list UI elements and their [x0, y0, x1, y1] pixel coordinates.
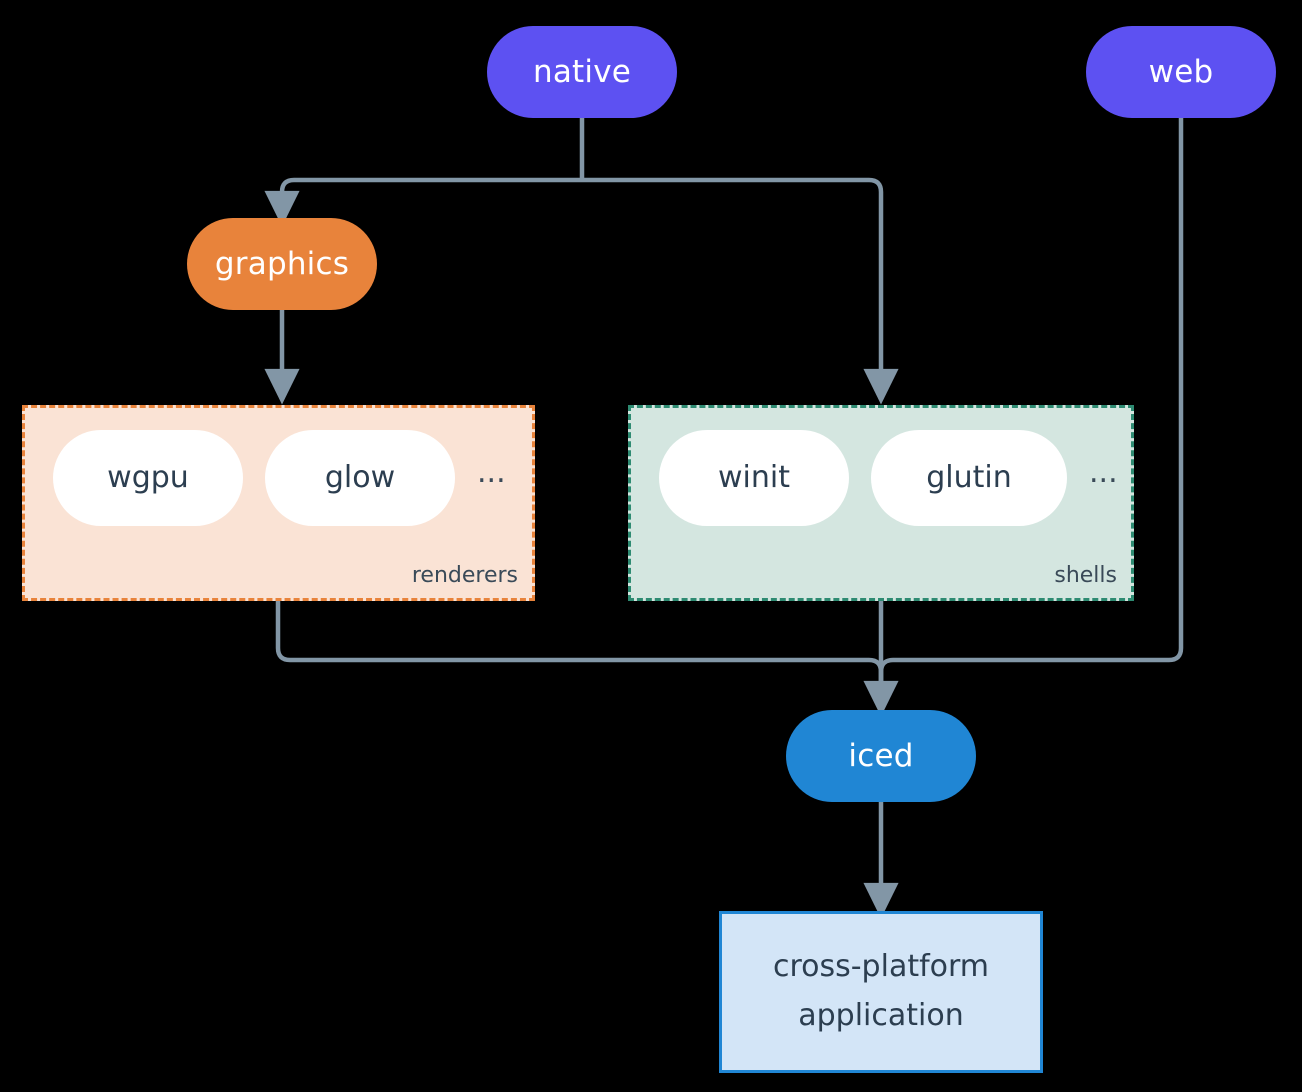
item-wgpu-label: wgpu	[107, 460, 189, 495]
node-iced-label: iced	[848, 737, 914, 774]
item-glow[interactable]: glow	[265, 430, 455, 526]
node-graphics-label: graphics	[214, 245, 350, 282]
node-iced[interactable]: iced	[786, 710, 976, 802]
edge-native-to-shells	[582, 177, 899, 405]
group-shells-label: shells	[1054, 563, 1117, 588]
node-native-label: native	[532, 53, 632, 90]
renderers-overflow-ellipsis: ...	[477, 455, 506, 490]
item-wgpu[interactable]: wgpu	[53, 430, 243, 526]
item-winit-label: winit	[718, 460, 790, 495]
group-renderers: wgpu glow ... renderers	[22, 405, 535, 601]
group-shells-items: winit glutin ...	[631, 408, 1118, 526]
item-glutin-label: glutin	[926, 460, 1012, 495]
item-winit[interactable]: winit	[659, 430, 849, 526]
item-glow-label: glow	[324, 460, 396, 495]
node-native[interactable]: native	[487, 26, 677, 118]
node-cross-platform-application[interactable]: cross-platform application	[719, 911, 1043, 1073]
group-renderers-items: wgpu glow ...	[25, 408, 506, 526]
group-shells: winit glutin ... shells	[628, 405, 1134, 601]
node-web[interactable]: web	[1086, 26, 1276, 118]
node-graphics[interactable]: graphics	[187, 218, 377, 310]
application-label-line1: cross-platform	[772, 949, 990, 985]
application-label-line2: application	[798, 998, 964, 1033]
edge-renderers-to-iced	[275, 601, 899, 717]
shells-overflow-ellipsis: ...	[1089, 455, 1118, 490]
node-web-label: web	[1148, 53, 1214, 90]
group-renderers-label: renderers	[411, 563, 518, 588]
item-glutin[interactable]: glutin	[871, 430, 1067, 526]
edge-native-to-graphics	[264, 177, 582, 227]
